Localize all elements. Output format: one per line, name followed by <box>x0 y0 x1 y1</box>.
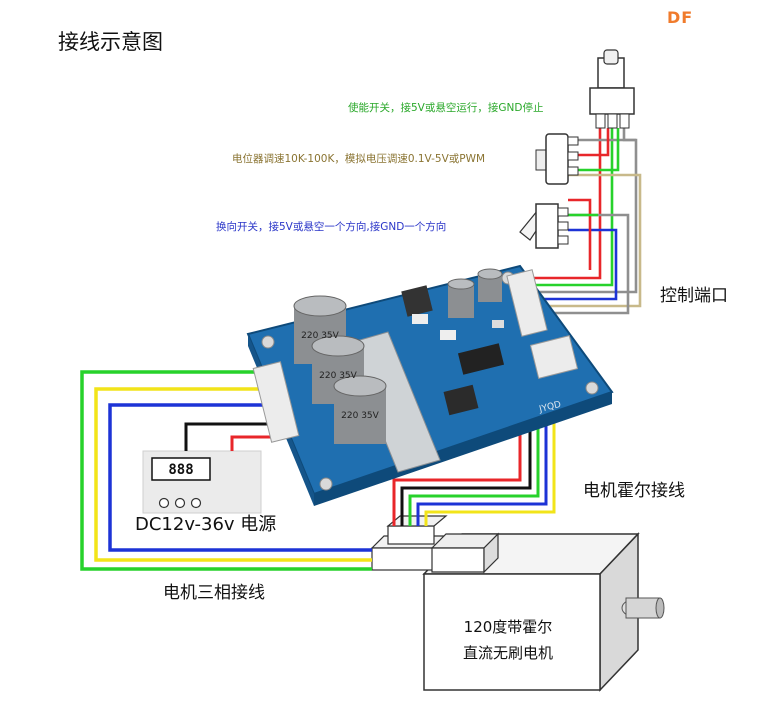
motor-label-line2: 直流无刷电机 <box>462 644 553 662</box>
power-supply <box>142 450 262 514</box>
motor-label-line1: 120度带霍尔 <box>463 618 553 636</box>
enable-switch-icon <box>589 49 635 129</box>
potentiometer-icon <box>535 133 579 185</box>
page-title: 接线示意图 <box>58 30 163 54</box>
control-port-label: 控制端口 <box>660 286 728 306</box>
phase-wiring-label: 电机三相接线 <box>163 583 265 603</box>
enable-switch-label: 使能开关，接5V或悬空运行，接GND停止 <box>348 102 544 114</box>
hall-wiring-label: 电机霍尔接线 <box>583 481 685 501</box>
control-wires <box>522 128 642 315</box>
capacitor-label: 220 35V <box>319 371 357 381</box>
potentiometer-label: 电位器调速10K-100K，模拟电压调速0.1V-5V或PWM <box>232 153 486 165</box>
power-supply-label: DC12v-36v 电源 <box>135 514 277 535</box>
brand-logo: DF <box>667 8 694 27</box>
phase-wires <box>80 370 372 571</box>
direction-switch-icon <box>519 203 569 249</box>
motor <box>370 515 665 692</box>
capacitors <box>293 268 503 444</box>
psu-display: 888 <box>168 462 193 478</box>
direction-switch-label: 换向开关，接5V或悬空一个方向,接GND一个方向 <box>216 221 447 233</box>
capacitor-label: 220 35V <box>341 411 379 421</box>
capacitor-label: 220 35V <box>301 331 339 341</box>
